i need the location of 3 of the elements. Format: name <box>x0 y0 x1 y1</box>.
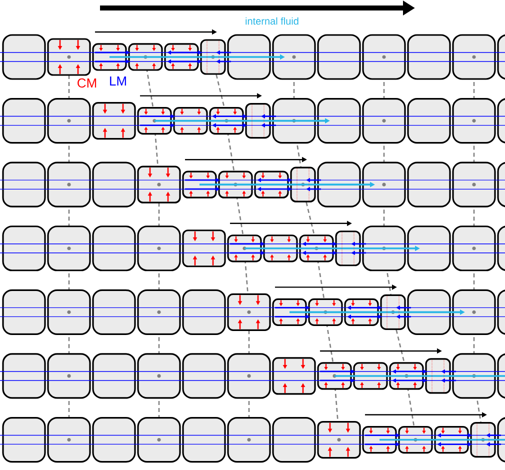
fluid-label: internal fluid <box>246 17 298 25</box>
muscle-label: LM <box>110 76 126 86</box>
muscle-label: CM <box>78 78 96 88</box>
